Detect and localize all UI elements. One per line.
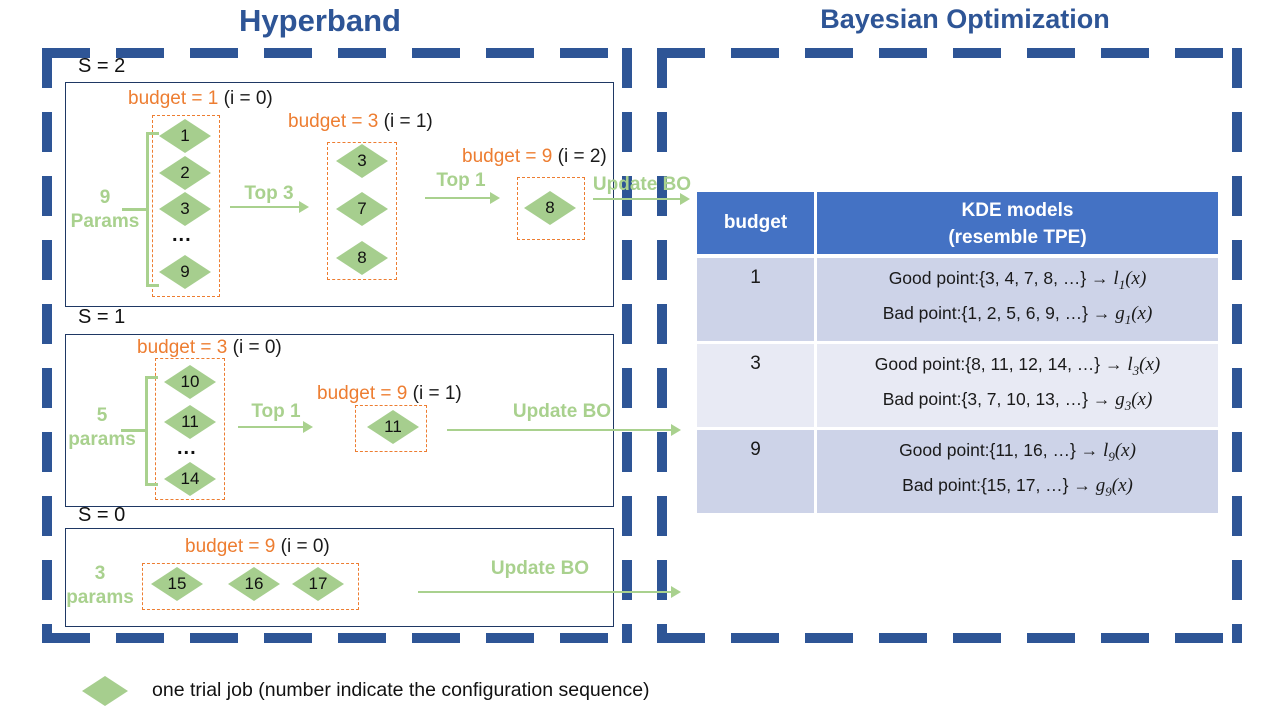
table-header-kde: KDE models (resemble TPE) — [817, 192, 1218, 254]
dashed-edge — [1232, 48, 1242, 643]
bayesian-optimization-title: Bayesian Optimization — [820, 4, 1110, 34]
math-term: l3(x) — [1127, 354, 1161, 378]
kde-bad-line: Bad point:{15, 17, …} → g9(x) — [902, 474, 1133, 499]
budget-label: budget = 1 (i = 0) — [128, 88, 273, 109]
dashed-edge — [42, 48, 52, 643]
params-label: 3 params — [66, 563, 134, 608]
hyperband-title: Hyperband — [239, 3, 401, 38]
kde-cell: Good point:{8, 11, 12, 14, …} → l3(x) Ba… — [817, 344, 1218, 427]
math-term: g3(x) — [1115, 388, 1153, 413]
arrowhead — [490, 192, 500, 204]
kde-cell: Good point:{11, 16, …} → l9(x) Bad point… — [817, 430, 1218, 513]
ellipsis: ... — [177, 437, 197, 459]
update-bo-arrow — [418, 586, 681, 598]
bayesian-dashed-box — [657, 48, 1242, 643]
kde-bad-line: Bad point:{1, 2, 5, 6, 9, …} → g1(x) — [882, 302, 1153, 327]
top1-arrow — [238, 421, 313, 433]
kde-good-line: Good point:{11, 16, …} → l9(x) — [899, 440, 1136, 464]
dashed-edge — [622, 48, 632, 643]
arrowhead — [671, 586, 681, 598]
update-bo-arrow-label: Update BO — [592, 174, 692, 195]
top1-arrow — [425, 192, 500, 204]
arrowhead — [671, 424, 681, 436]
legend-text: one trial job (number indicate the confi… — [152, 679, 650, 701]
top1-arrow-label: Top 1 — [251, 401, 301, 422]
budget-label: budget = 3 (i = 0) — [137, 337, 282, 358]
kde-bad-line: Bad point:{3, 7, 10, 13, …} → g3(x) — [882, 388, 1153, 413]
s1-section-box — [65, 334, 614, 507]
bracket-line — [121, 429, 147, 432]
arrowhead — [680, 193, 690, 205]
budget-cell: 3 — [697, 344, 814, 427]
arrowhead — [303, 421, 313, 433]
budget-label: budget = 9 (i = 2) — [462, 146, 607, 167]
update-bo-arrow-label: Update BO — [512, 401, 612, 422]
s0-label: S = 0 — [78, 504, 126, 526]
budget-cell: 1 — [697, 258, 814, 341]
ellipsis: ... — [172, 224, 192, 246]
s1-label: S = 1 — [78, 306, 126, 328]
bracket-line — [122, 208, 148, 211]
kde-good-line: Good point:{3, 4, 7, 8, …} → l1(x) — [888, 268, 1147, 292]
kde-good-line: Good point:{8, 11, 12, 14, …} → l3(x) — [874, 354, 1161, 378]
dashed-edge — [657, 633, 1242, 643]
update-bo-arrow — [593, 193, 690, 205]
math-term: g1(x) — [1115, 302, 1153, 327]
arrowhead — [299, 201, 309, 213]
bracket-line — [146, 284, 159, 287]
bracket-line — [145, 483, 158, 486]
legend-diamond-icon — [82, 676, 128, 706]
s2-label: S = 2 — [78, 55, 126, 77]
update-bo-arrow-label: Update BO — [490, 558, 590, 579]
kde-cell: Good point:{3, 4, 7, 8, …} → l1(x) Bad p… — [817, 258, 1218, 341]
trial-group-rect — [355, 405, 427, 452]
params-label: 9 Params — [70, 187, 140, 232]
budget-label: budget = 9 (i = 1) — [317, 383, 462, 404]
trial-group-rect — [152, 115, 220, 297]
trial-group-rect — [327, 142, 397, 280]
budget-label: budget = 3 (i = 1) — [288, 111, 433, 132]
bracket-line — [145, 376, 158, 379]
top1-arrow-label: Top 1 — [436, 170, 486, 191]
params-label: 5 params — [68, 405, 136, 450]
dashed-edge — [42, 633, 632, 643]
math-term: l1(x) — [1113, 268, 1147, 292]
budget-cell: 9 — [697, 430, 814, 513]
bracket-line — [146, 132, 159, 135]
math-term: g9(x) — [1095, 474, 1133, 499]
trial-group-rect — [517, 177, 585, 240]
dashed-edge — [657, 48, 1242, 58]
trial-group-rect — [155, 358, 225, 500]
s0-section-box — [65, 528, 614, 627]
dashed-edge — [42, 48, 632, 58]
top3-arrow-label: Top 3 — [244, 183, 294, 204]
trial-group-rect — [142, 563, 359, 610]
update-bo-arrow — [447, 424, 681, 436]
math-term: l9(x) — [1103, 440, 1136, 464]
budget-label: budget = 9 (i = 0) — [185, 536, 330, 557]
top3-arrow — [230, 201, 309, 213]
dashed-edge — [657, 48, 667, 643]
table-header-budget: budget — [697, 192, 814, 254]
hyperband-dashed-box — [42, 48, 632, 643]
s2-section-box — [65, 82, 614, 307]
